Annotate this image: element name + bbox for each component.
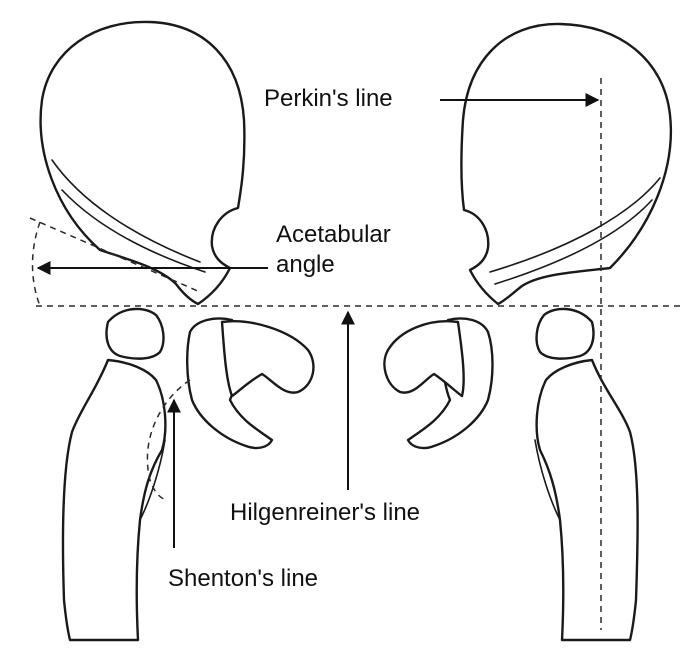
left-ilium bbox=[39, 20, 246, 306]
acetabular-angle-arc bbox=[31, 221, 41, 307]
shentons-line-label: Shenton's line bbox=[168, 565, 319, 592]
left-ilium-rim-line bbox=[51, 159, 201, 263]
right-pubis bbox=[383, 320, 465, 398]
right-ilium-rim-line bbox=[489, 177, 661, 273]
left-ilium-rim-line-2 bbox=[61, 189, 206, 273]
right-ilium-rim-line-2 bbox=[494, 199, 653, 285]
right-femur-detail bbox=[534, 439, 561, 521]
left-femoral-head bbox=[105, 307, 165, 360]
perkins-line-label: Perkin's line bbox=[264, 85, 393, 112]
right-femoral-head bbox=[535, 307, 595, 360]
left-femur-detail bbox=[139, 439, 166, 521]
shentons-line bbox=[146, 379, 191, 501]
left-femur bbox=[61, 358, 167, 642]
acetabular-angle-label-line1: Acetabular bbox=[276, 221, 391, 248]
right-femur bbox=[535, 358, 639, 642]
left-pubis bbox=[220, 320, 315, 398]
hilgenreiners-line-label: Hilgenreiner's line bbox=[230, 499, 421, 526]
acetabular-angle-label-line2: angle bbox=[276, 251, 335, 278]
right-ilium bbox=[460, 22, 673, 306]
acetabular-angle-line bbox=[29, 217, 201, 293]
